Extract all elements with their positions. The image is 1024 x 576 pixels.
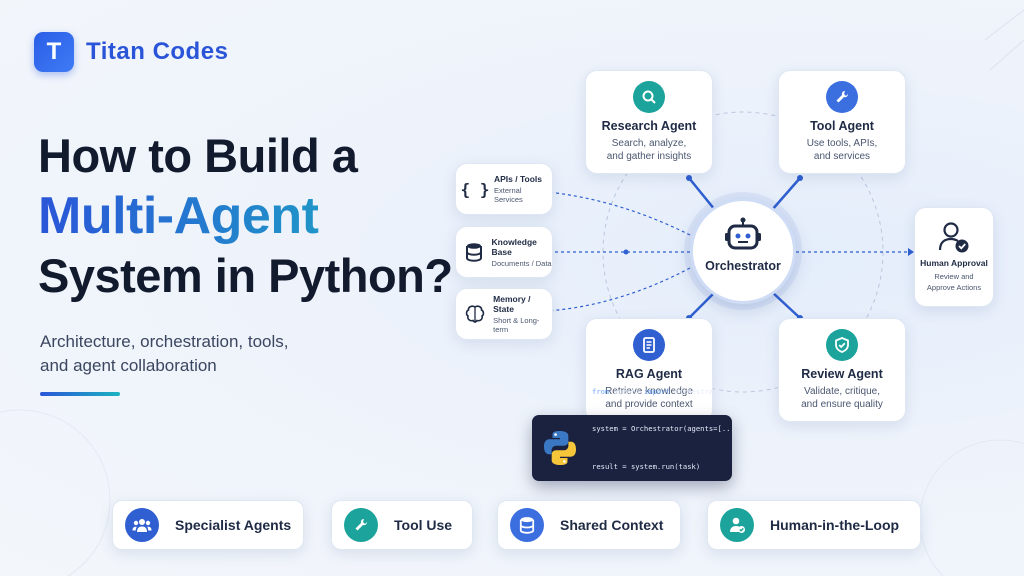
research-agent-title: Research Agent xyxy=(601,119,697,133)
feature-tool-use-label: Tool Use xyxy=(394,517,453,533)
subtitle: Architecture, orchestration, tools, and … xyxy=(40,330,289,378)
feature-shared-context[interactable]: Shared Context xyxy=(497,500,681,550)
user-check-icon xyxy=(720,508,754,542)
code-line-2: system = Orchestrator(agents=[... xyxy=(592,424,735,433)
python-icon xyxy=(540,428,580,468)
rag-agent-desc-2: and provide context xyxy=(605,399,693,410)
review-agent-card[interactable]: Review Agent Validate, critique, and ens… xyxy=(778,318,906,422)
feature-specialist-agents[interactable]: Specialist Agents xyxy=(112,500,304,550)
brand-logo: T xyxy=(34,32,74,72)
memory-state-desc: Short & Long-term xyxy=(493,316,540,334)
brand: T Titan Codes xyxy=(34,32,228,72)
human-approval-card[interactable]: Human Approval Review and Approve Action… xyxy=(914,207,994,307)
headline: How to Build a Multi-Agent System in Pyt… xyxy=(38,126,453,306)
code-lines: from agents import Orchestrator system =… xyxy=(592,361,735,536)
headline-line-1: How to Build a xyxy=(38,129,358,182)
brand-name: Titan Codes xyxy=(86,38,229,65)
apis-tools-title: APIs / Tools xyxy=(494,174,543,184)
research-agent-desc-2: and gather insights xyxy=(606,151,692,162)
human-approval-desc-2: Approve Actions xyxy=(926,283,982,292)
rag-agent-desc-1: Retrieve knowledge xyxy=(605,386,693,397)
orchestrator-node[interactable]: Orchestrator xyxy=(690,198,796,304)
rag-agent-title: RAG Agent xyxy=(615,367,683,381)
code-keyword-from: from xyxy=(592,386,610,396)
feature-shared-context-label: Shared Context xyxy=(560,517,664,533)
database-icon xyxy=(510,508,544,542)
robot-icon xyxy=(723,217,763,253)
research-agent-desc-1: Search, analyze, xyxy=(611,138,687,149)
knowledge-base-title: Knowledge Base xyxy=(491,236,537,257)
users-icon xyxy=(125,508,159,542)
review-agent-desc-1: Validate, critique, xyxy=(804,386,880,397)
tool-agent-desc-1: Use tools, APIs, xyxy=(806,138,878,149)
database-icon xyxy=(464,242,484,262)
review-agent-desc-2: and ensure quality xyxy=(801,399,883,410)
knowledge-base-card[interactable]: Knowledge Base Documents / Data xyxy=(455,226,553,278)
code-panel: from agents import Orchestrator system =… xyxy=(532,387,735,508)
braces-icon: { } xyxy=(460,179,490,199)
subtitle-underline xyxy=(40,392,120,396)
feature-specialist-agents-label: Specialist Agents xyxy=(175,517,292,533)
brand-logo-letter: T xyxy=(46,38,62,65)
subtitle-line-2: and agent collaboration xyxy=(40,356,217,375)
code-module: agents xyxy=(609,386,644,396)
rag-agent-card[interactable]: RAG Agent Retrieve knowledge and provide… xyxy=(585,318,713,422)
review-agent-title: Review Agent xyxy=(801,367,883,381)
knowledge-base-desc: Documents / Data xyxy=(491,258,552,268)
brain-icon xyxy=(464,305,485,323)
code-line-1: from agents import Orchestrator xyxy=(592,386,735,399)
user-check-icon xyxy=(937,220,971,254)
memory-state-card[interactable]: Memory / State Short & Long-term xyxy=(455,288,553,340)
feature-human-in-the-loop[interactable]: Human-in-the-Loop xyxy=(707,500,921,550)
feature-human-in-the-loop-label: Human-in-the-Loop xyxy=(770,517,900,533)
shield-check-icon xyxy=(826,329,858,361)
feature-tool-use[interactable]: Tool Use xyxy=(331,500,473,550)
headline-line-2: Multi-Agent xyxy=(38,186,453,246)
memory-state-title: Memory / State xyxy=(493,294,531,314)
code-class-name: Orchestrator xyxy=(669,386,727,396)
subtitle-line-1: Architecture, orchestration, tools, xyxy=(40,332,289,351)
research-agent-card[interactable]: Research Agent Search, analyze, and gath… xyxy=(585,70,713,174)
tool-agent-desc-2: and services xyxy=(813,151,871,162)
document-icon xyxy=(633,329,665,361)
tool-agent-card[interactable]: Tool Agent Use tools, APIs, and services xyxy=(778,70,906,174)
headline-line-3: System in Python? xyxy=(38,249,453,302)
search-icon xyxy=(633,81,665,113)
wrench-icon xyxy=(344,508,378,542)
human-approval-title: Human Approval xyxy=(920,258,988,268)
orchestrator-label: Orchestrator xyxy=(705,259,781,273)
human-approval-desc-1: Review and xyxy=(934,272,974,281)
wrench-icon xyxy=(826,81,858,113)
apis-tools-card[interactable]: { } APIs / Tools External Services xyxy=(455,163,553,215)
code-keyword-import: import xyxy=(643,386,670,396)
tool-agent-title: Tool Agent xyxy=(810,119,874,133)
code-line-3: result = system.run(task) xyxy=(592,461,701,471)
apis-tools-desc: External Services xyxy=(494,186,523,204)
